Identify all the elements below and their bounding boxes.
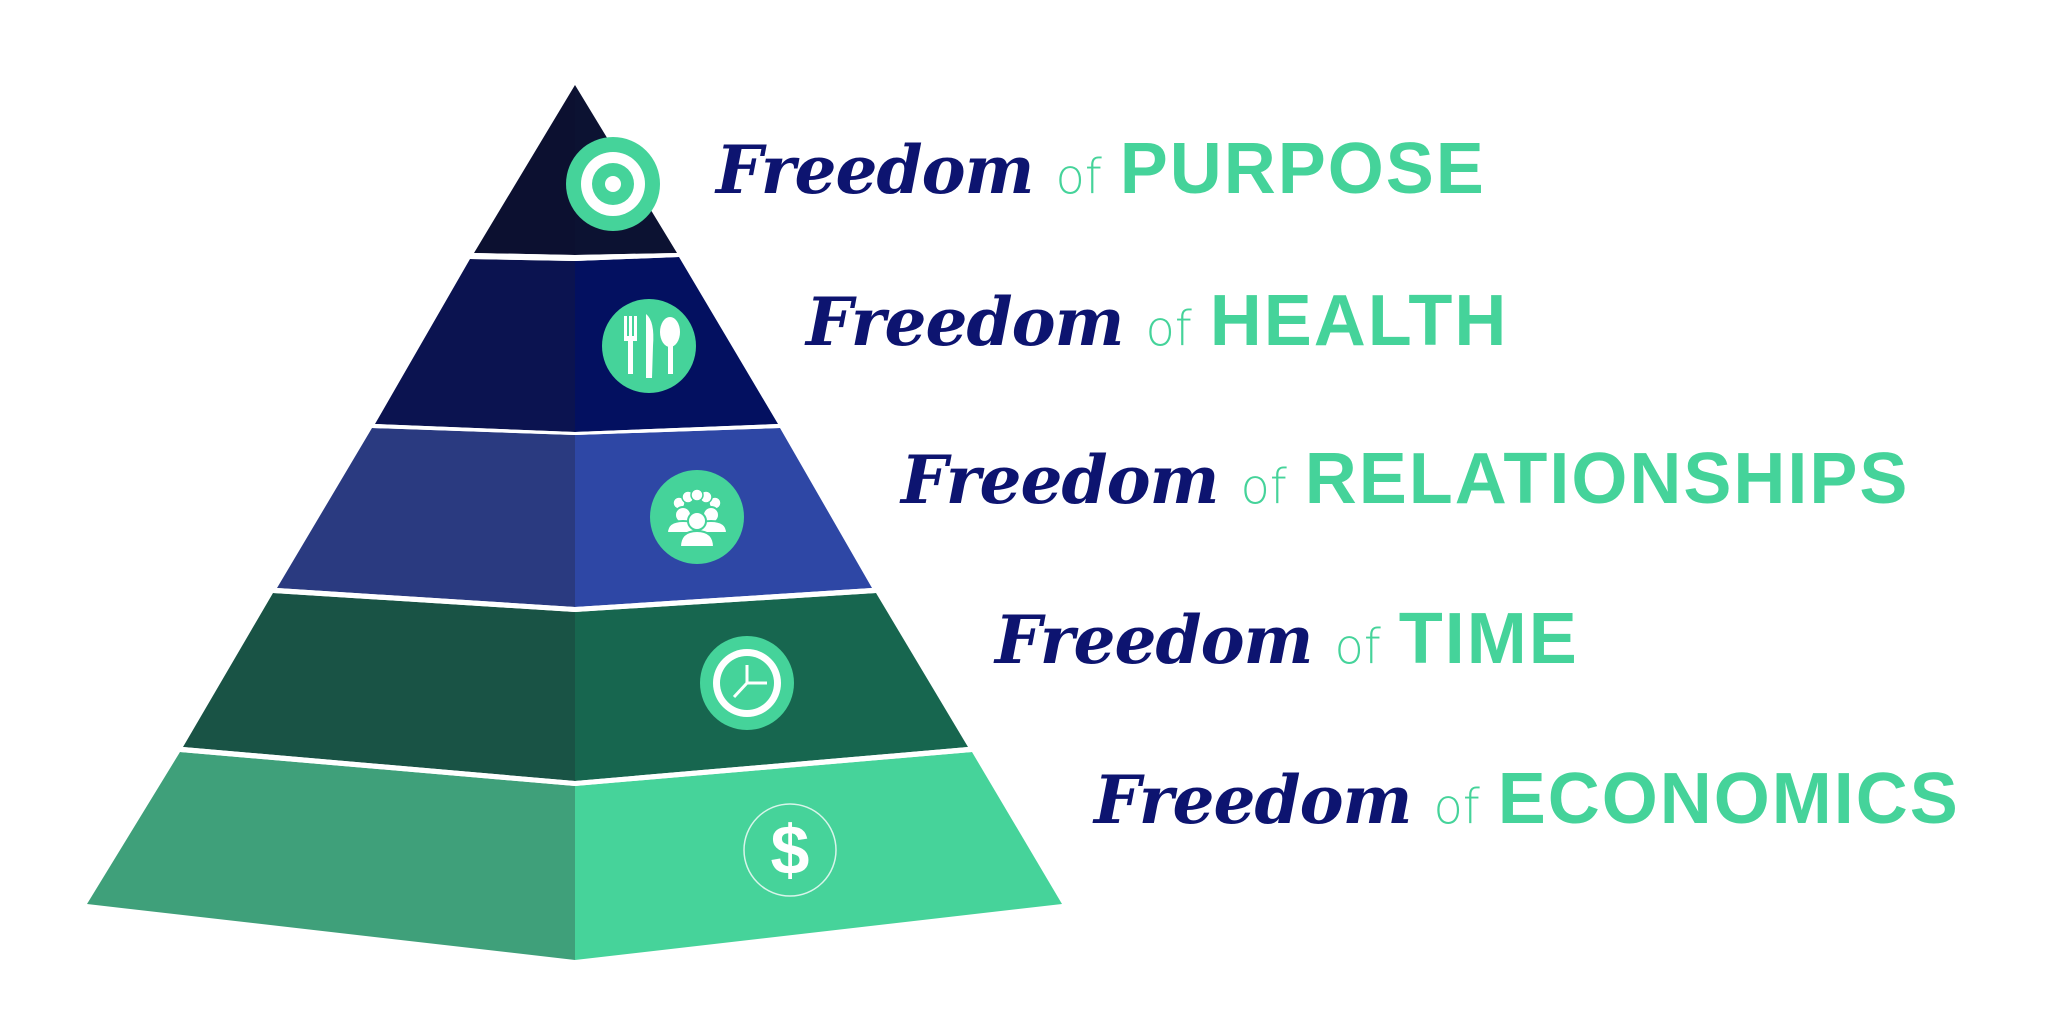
label-prefix: Freedom xyxy=(995,601,1313,679)
clock-icon xyxy=(700,636,794,730)
label-prefix: Freedom xyxy=(806,283,1124,361)
tier-label-time: Freedom of TIME xyxy=(995,598,1579,688)
group-people-icon xyxy=(650,470,744,564)
label-topic: TIME xyxy=(1398,599,1579,679)
tier-separator xyxy=(470,253,679,261)
label-joiner: of xyxy=(1240,459,1287,515)
label-topic: HEALTH xyxy=(1209,281,1509,361)
svg-text:$: $ xyxy=(771,811,810,889)
pyramid-tier-purpose xyxy=(474,85,677,255)
pyramid-tier-economics: $ xyxy=(87,752,1062,960)
label-topic: PURPOSE xyxy=(1119,129,1486,209)
dollar-icon: $ xyxy=(743,803,837,897)
tier-label-economics: Freedom of ECONOMICS xyxy=(1094,758,1960,848)
pyramid-tier-health xyxy=(375,257,778,432)
pyramid-tier-time xyxy=(183,593,968,781)
label-prefix: Freedom xyxy=(716,131,1034,209)
tier-separator xyxy=(372,424,780,435)
tier-label-health: Freedom of HEALTH xyxy=(806,280,1508,370)
tier-left-face xyxy=(87,752,575,960)
label-joiner: of xyxy=(1145,301,1192,357)
tier-left-face xyxy=(474,85,575,255)
tier-label-purpose: Freedom of PURPOSE xyxy=(716,128,1486,218)
label-topic: ECONOMICS xyxy=(1497,759,1960,839)
tier-left-face xyxy=(375,259,575,432)
tier-right-face xyxy=(575,752,1062,960)
fork-knife-spoon-icon xyxy=(602,299,696,393)
label-joiner: of xyxy=(1433,779,1480,835)
tier-left-face xyxy=(277,428,575,607)
tier-label-relationships: Freedom of RELATIONSHIPS xyxy=(901,438,1909,528)
label-prefix: Freedom xyxy=(901,441,1219,519)
label-joiner: of xyxy=(1334,619,1381,675)
label-prefix: Freedom xyxy=(1094,761,1412,839)
label-joiner: of xyxy=(1055,149,1102,205)
tier-left-face xyxy=(183,593,575,781)
target-icon xyxy=(566,137,660,231)
tier-separator xyxy=(273,588,876,612)
pyramid-tier-relationships xyxy=(277,428,872,607)
label-topic: RELATIONSHIPS xyxy=(1304,439,1910,519)
